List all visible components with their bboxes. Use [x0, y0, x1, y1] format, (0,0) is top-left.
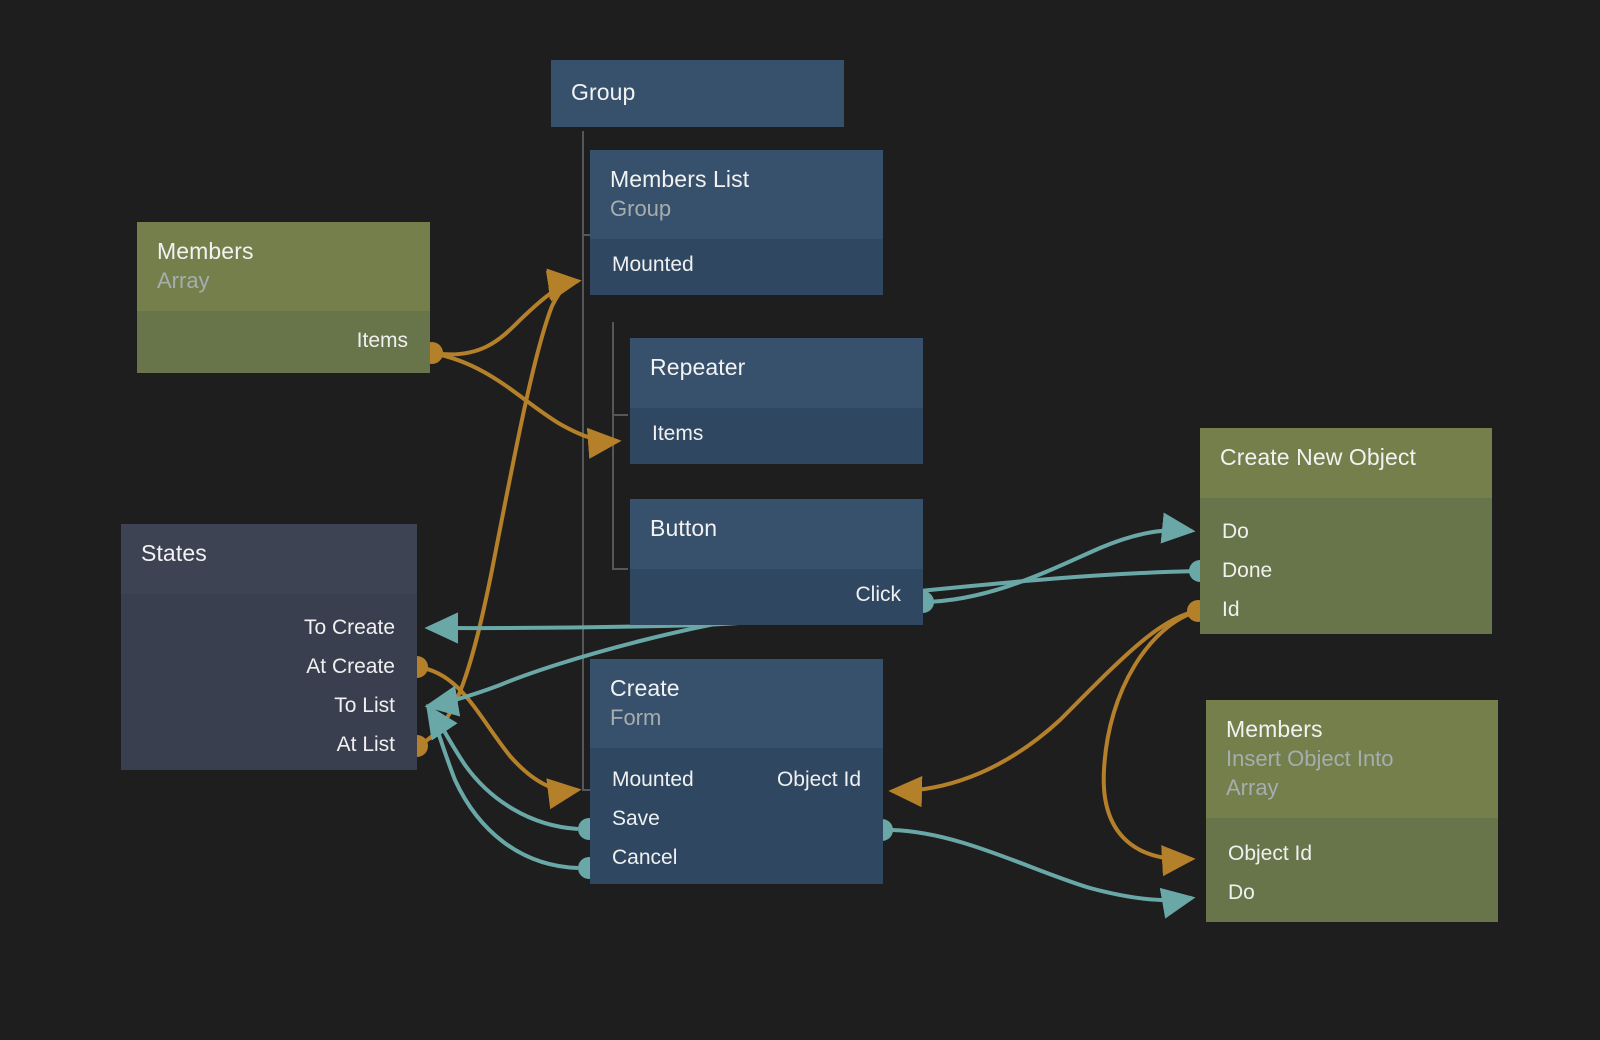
- port-label-items: Items: [356, 329, 408, 352]
- port-row-members-items[interactable]: Items: [137, 321, 430, 360]
- port-label-save: Save: [612, 807, 660, 830]
- port-row-cno-do[interactable]: Do: [1200, 512, 1492, 551]
- node-members-array-title: Members: [157, 238, 254, 264]
- node-members-array-subtitle: Array: [157, 268, 210, 293]
- node-members-insert-header: Members Insert Object Into Array: [1206, 700, 1498, 818]
- port-label-done: Done: [1222, 559, 1273, 582]
- edge-members-items-to-memberslist-mounted: [431, 270, 582, 357]
- port-label-to-create: To Create: [303, 616, 395, 639]
- node-members-list-subtitle: Group: [610, 196, 672, 221]
- port-row-mi-do[interactable]: Do: [1206, 873, 1498, 912]
- port-label-at-list: At List: [336, 733, 395, 756]
- node-button-header: Button: [630, 499, 923, 569]
- edge-members-items-to-repeater-items: [431, 351, 622, 459]
- port-row-mi-object-id[interactable]: Object Id: [1206, 834, 1498, 873]
- node-members-insert[interactable]: Members Insert Object Into Array Object …: [1206, 700, 1498, 922]
- port-label-click: Click: [855, 583, 902, 606]
- node-members-list-header: Members List Group: [590, 150, 883, 239]
- port-row-cno-id[interactable]: Id: [1200, 590, 1492, 629]
- port-row-create-mounted[interactable]: Mounted Object Id: [590, 760, 883, 799]
- edge-states-atcreate-to-create-mounted: [416, 665, 582, 810]
- node-button[interactable]: Button Click: [630, 499, 923, 625]
- port-label-do: Do: [1228, 881, 1255, 904]
- port-row-cno-done[interactable]: Done: [1200, 551, 1492, 590]
- port-row-members-list-mounted[interactable]: Mounted: [590, 245, 883, 284]
- node-create-new-object-title: Create New Object: [1220, 444, 1416, 470]
- port-row-states-at-list[interactable]: At List: [121, 725, 417, 764]
- edge-create-save-to-states-tolist: [426, 704, 579, 831]
- node-states-header: States: [121, 524, 417, 594]
- port-label-do: Do: [1222, 520, 1249, 543]
- node-create-new-object-body: Do Done Id: [1200, 498, 1492, 634]
- node-repeater-header: Repeater: [630, 338, 923, 408]
- port-label-object-id: Object Id: [1228, 842, 1313, 865]
- tree-guide-inner-vertical: [612, 322, 614, 570]
- node-members-array-header: Members Array: [137, 222, 430, 311]
- port-row-create-cancel[interactable]: Cancel: [590, 838, 883, 877]
- edge-createnewobject-id-to-membersinsert-objectid: [1101, 609, 1199, 877]
- port-label-mounted: Mounted: [612, 253, 694, 276]
- edge-states-atlist-to-memberslist-mounted: [416, 268, 582, 748]
- node-create-new-object[interactable]: Create New Object Do Done Id: [1200, 428, 1492, 634]
- node-create-form-body: Mounted Object Id Save Cancel: [590, 748, 883, 884]
- port-label-object-id: Object Id: [776, 768, 861, 791]
- node-create-form[interactable]: Create Form Mounted Object Id Save Cance…: [590, 659, 883, 884]
- port-row-states-to-list[interactable]: To List: [121, 686, 417, 725]
- node-members-list-title: Members List: [610, 166, 750, 192]
- node-members-list-body: Mounted: [590, 239, 883, 295]
- node-members-insert-title: Members: [1226, 716, 1323, 742]
- node-create-form-header: Create Form: [590, 659, 883, 748]
- node-members-array[interactable]: Members Array Items: [137, 222, 430, 373]
- edge-create-cancel-to-states-tolist: [426, 704, 579, 870]
- node-repeater-body: Items: [630, 408, 923, 464]
- port-label-cancel: Cancel: [612, 846, 678, 869]
- port-row-create-save[interactable]: Save: [590, 799, 883, 838]
- node-states-title: States: [141, 540, 207, 566]
- port-row-states-at-create[interactable]: At Create: [121, 647, 417, 686]
- port-label-to-list: To List: [334, 694, 395, 717]
- port-label-at-create: At Create: [306, 655, 395, 678]
- node-members-insert-subtitle: Insert Object Into Array: [1226, 746, 1394, 800]
- tree-guide-tick-repeater: [612, 414, 628, 416]
- port-label-items: Items: [652, 422, 704, 445]
- edge-create-output-to-membersinsert-do: [891, 828, 1196, 919]
- node-states[interactable]: States To Create At Create To List At Li…: [121, 524, 417, 770]
- node-states-body: To Create At Create To List At List: [121, 594, 417, 770]
- node-members-insert-body: Object Id Do: [1206, 818, 1498, 922]
- node-create-form-title: Create: [610, 675, 680, 701]
- node-create-form-subtitle: Form: [610, 705, 662, 730]
- node-button-body: Click: [630, 569, 923, 625]
- node-repeater-title: Repeater: [650, 354, 746, 380]
- tree-guide-tick-button: [612, 568, 628, 570]
- node-group-header: Group: [551, 60, 844, 123]
- port-label-mounted: Mounted: [612, 768, 694, 791]
- port-row-button-click[interactable]: Click: [630, 575, 923, 614]
- edge-button-click-to-createnewobject-do: [922, 512, 1196, 604]
- node-members-list[interactable]: Members List Group Mounted: [590, 150, 883, 295]
- port-label-id: Id: [1222, 598, 1240, 621]
- node-group[interactable]: Group: [551, 60, 844, 127]
- node-group-title: Group: [571, 79, 636, 105]
- node-create-new-object-header: Create New Object: [1200, 428, 1492, 498]
- node-members-array-body: Items: [137, 311, 430, 373]
- port-row-repeater-items[interactable]: Items: [630, 414, 923, 453]
- node-button-title: Button: [650, 515, 718, 541]
- node-repeater[interactable]: Repeater Items: [630, 338, 923, 464]
- tree-guide-outer-vertical: [582, 131, 584, 791]
- port-row-states-to-create[interactable]: To Create: [121, 608, 417, 647]
- edge-createnewobject-id-to-create-objectid: [888, 609, 1199, 808]
